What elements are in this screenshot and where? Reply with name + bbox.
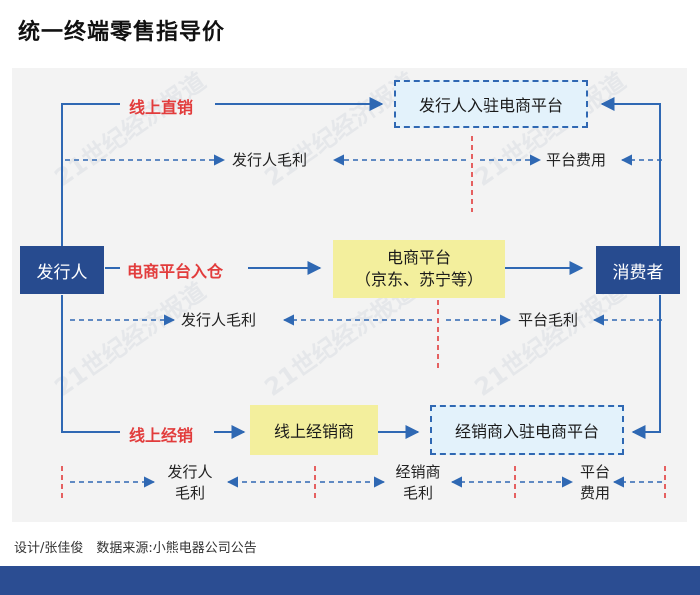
- online-dealer-node: 线上经销商: [250, 405, 378, 455]
- arrow-consumer-to-issuer-platform: [600, 97, 661, 251]
- arrow-consumer-to-dealer-platform: [631, 295, 661, 439]
- row2-platform-margin: 平台毛利: [518, 311, 579, 329]
- row3-dealer-margin-l2: 毛利: [402, 484, 433, 502]
- footer-credit: 设计/张佳俊 数据来源:小熊电器公司公告: [14, 541, 257, 556]
- channel-distribution-label: 线上经销: [129, 426, 194, 445]
- consumer-node: 消费者: [596, 246, 680, 294]
- issuer-node: 发行人: [20, 246, 104, 294]
- row3-issuer-margin: 发行人 毛利: [160, 462, 220, 504]
- row2-issuer-margin: 发行人毛利: [181, 311, 257, 329]
- row3-issuer-margin-l1: 发行人: [167, 463, 213, 481]
- row1-issuer-margin: 发行人毛利: [232, 151, 308, 169]
- ecommerce-platform-examples: （京东、苏宁等）: [354, 270, 483, 289]
- footer-bar: [0, 566, 700, 595]
- row3-dealer-margin-l1: 经销商: [395, 463, 441, 481]
- issuer-trunk-bottom: [61, 295, 120, 433]
- channel-warehouse-label: 电商平台入仓: [127, 262, 224, 281]
- ecommerce-platform-node: 电商平台 （京东、苏宁等）: [333, 240, 505, 298]
- issuer-trunk-top: [61, 103, 120, 250]
- page-title: 统一终端零售指导价: [18, 20, 226, 45]
- row3-platform-fee-l1: 平台: [579, 463, 610, 481]
- row3-platform-fee: 平台 费用: [575, 462, 615, 504]
- row3-issuer-margin-l2: 毛利: [174, 484, 205, 502]
- row1-platform-fee: 平台费用: [546, 151, 607, 169]
- dealer-platform-node: 经销商入驻电商平台: [430, 405, 624, 455]
- ecommerce-platform-label: 电商平台: [386, 248, 451, 267]
- row3-dealer-margin: 经销商 毛利: [388, 462, 448, 504]
- row3-platform-fee-l2: 费用: [579, 484, 610, 502]
- channel-direct-label: 线上直销: [129, 98, 194, 117]
- issuer-platform-node: 发行人入驻电商平台: [394, 80, 588, 128]
